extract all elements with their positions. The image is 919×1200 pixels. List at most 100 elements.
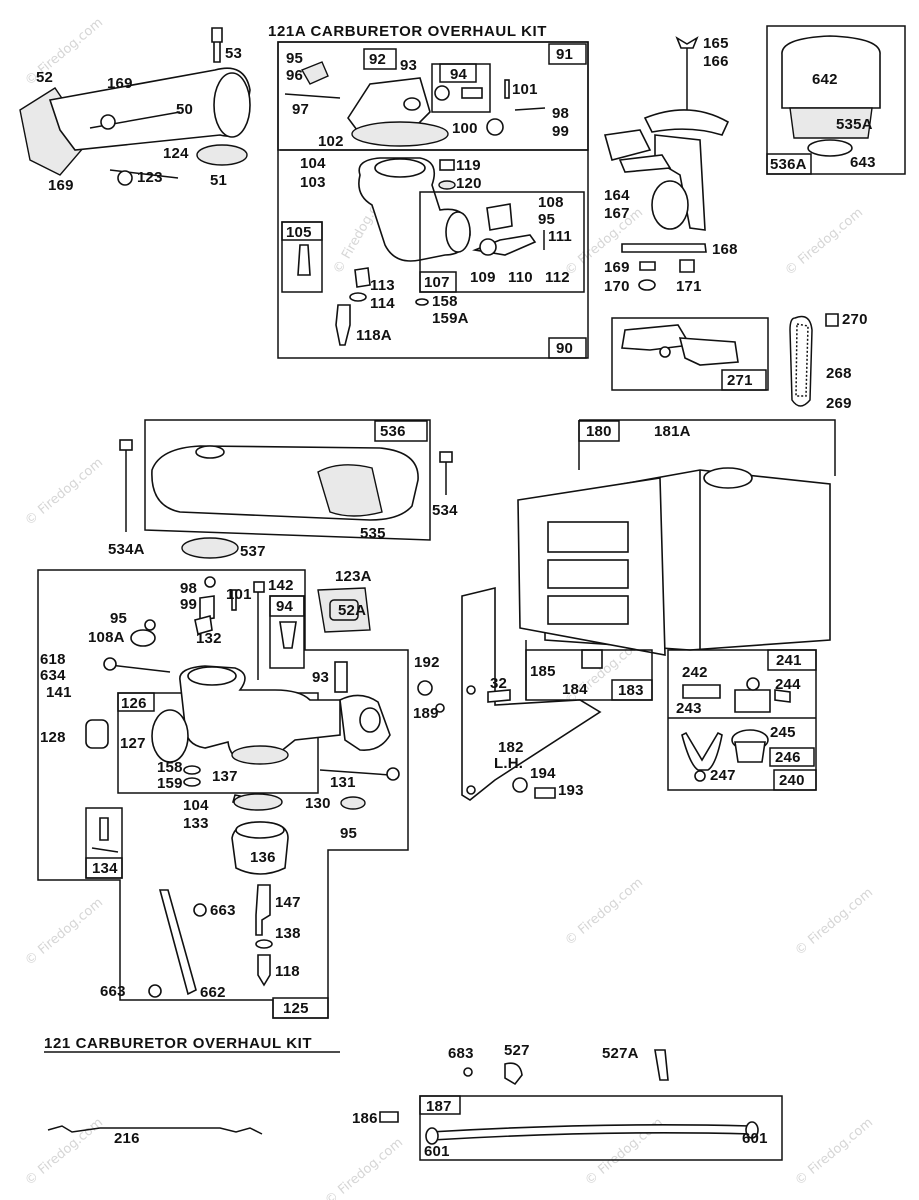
- box-label-125: 125: [283, 1000, 309, 1017]
- label-185: 185: [530, 663, 556, 680]
- label-103: 103: [300, 174, 326, 191]
- carburetor-kit-121a: 121A CARBURETOR OVERHAUL KIT 91 92 94 10…: [268, 23, 589, 359]
- label-52A: 52A: [338, 602, 366, 619]
- label-192: 192: [414, 654, 440, 671]
- label-186: 186: [352, 1110, 378, 1127]
- label-527: 527: [504, 1042, 530, 1059]
- watermark: © Firedog.com: [562, 875, 646, 949]
- label-120: 120: [456, 175, 482, 192]
- label-601: 601: [424, 1143, 450, 1160]
- carburetor-125-group: 125 126 94: [37, 568, 409, 1019]
- label-170: 170: [604, 278, 630, 295]
- air-cleaner-642-group: 536A 642 535A 643: [766, 25, 906, 175]
- box-label-91: 91: [556, 46, 573, 63]
- label-138: 138: [275, 925, 301, 942]
- label-50: 50: [176, 101, 193, 118]
- label-642: 642: [812, 71, 838, 88]
- control-bracket-271-group: 271 270 268 269: [611, 311, 868, 412]
- label-102: 102: [318, 133, 344, 150]
- label-634: 634: [40, 667, 66, 684]
- label-169: 169: [107, 75, 133, 92]
- label-535: 535: [360, 525, 386, 542]
- cover-642: [781, 35, 881, 109]
- box-label-241: 241: [776, 652, 802, 669]
- kit-121a-title: 121A CARBURETOR OVERHAUL KIT: [268, 23, 547, 40]
- label-168: 168: [712, 241, 738, 258]
- label-167: 167: [604, 205, 630, 222]
- label-269: 269: [826, 395, 852, 412]
- box-label-90: 90: [556, 340, 573, 357]
- bracket-164: [643, 109, 730, 136]
- gasket-102: [351, 121, 449, 147]
- intake-elbow-group: 53 52 169 50 124 51 169 123: [19, 27, 251, 194]
- element-535: [317, 464, 383, 517]
- label-159A: 159A: [432, 310, 469, 327]
- label-165: 165: [703, 35, 729, 52]
- label-169: 169: [48, 177, 74, 194]
- screw-534a: [119, 439, 133, 451]
- label-130: 130: [305, 795, 331, 812]
- box-label-94: 94: [450, 66, 468, 83]
- label-112: 112: [545, 269, 570, 286]
- label-527A: 527A: [602, 1045, 639, 1062]
- box-label-536: 536: [380, 423, 406, 440]
- label-247: 247: [710, 767, 736, 784]
- watermark: © Firedog.com: [792, 1115, 876, 1189]
- label-601: 601: [742, 1130, 768, 1147]
- label-98: 98: [180, 580, 197, 597]
- diaphragm-96: [300, 61, 329, 85]
- tank-bracket-182-group: 192 189 32 182 L.H. 194 193: [413, 586, 602, 801]
- label-181A: 181A: [654, 423, 691, 440]
- label-216: 216: [114, 1130, 140, 1147]
- label-99: 99: [552, 123, 569, 140]
- label-136: 136: [250, 849, 276, 866]
- bushing-128: [85, 719, 109, 749]
- wing-nut-165: [675, 36, 699, 49]
- box-label-92: 92: [369, 51, 386, 68]
- label-534A: 534A: [108, 541, 145, 558]
- label-164: 164: [604, 187, 630, 204]
- label-53: 53: [225, 45, 242, 62]
- watermark: © Firedog.com: [22, 895, 106, 969]
- label-95: 95: [286, 50, 303, 67]
- label-111: 111: [548, 228, 572, 245]
- label-96: 96: [286, 67, 303, 84]
- label-131: 131: [330, 774, 356, 791]
- label-104: 104: [300, 155, 326, 172]
- label-663: 663: [100, 983, 126, 1000]
- label-110: 110: [508, 269, 533, 286]
- gasket-537: [181, 537, 239, 559]
- cap-181a: [703, 467, 753, 489]
- label-189: 189: [413, 705, 439, 722]
- label-141: 141: [46, 684, 72, 701]
- link-216: [47, 1125, 263, 1135]
- label-147: 147: [275, 894, 301, 911]
- label-97: 97: [292, 101, 309, 118]
- label-663: 663: [210, 902, 236, 919]
- label-98: 98: [552, 105, 569, 122]
- fuel-line-187-group: 187 683 527 527A 186 601 601: [352, 1042, 783, 1161]
- label-537: 537: [240, 543, 266, 560]
- box-label-271: 271: [727, 372, 753, 389]
- box-label-536A: 536A: [770, 156, 807, 173]
- label-101: 101: [512, 81, 538, 98]
- label-535A: 535A: [836, 116, 873, 133]
- box-label-126: 126: [121, 695, 147, 712]
- label-158: 158: [432, 293, 458, 310]
- label-118: 118: [275, 963, 300, 980]
- label-128: 128: [40, 729, 66, 746]
- fuel-line-601: [428, 1124, 754, 1141]
- label-166: 166: [703, 53, 729, 70]
- label-244: 244: [775, 676, 801, 693]
- label-270: 270: [842, 311, 868, 328]
- label-245: 245: [770, 724, 796, 741]
- label-104: 104: [183, 797, 209, 814]
- label-95: 95: [110, 610, 127, 627]
- label-184: 184: [562, 681, 588, 698]
- box-label-240: 240: [779, 772, 805, 789]
- label-93: 93: [312, 669, 329, 686]
- carburetor-kit-121: 121 CARBURETOR OVERHAUL KIT 216: [44, 1035, 340, 1147]
- label-169: 169: [604, 259, 630, 276]
- elbow-opening: [213, 72, 251, 138]
- label-193: 193: [558, 782, 584, 799]
